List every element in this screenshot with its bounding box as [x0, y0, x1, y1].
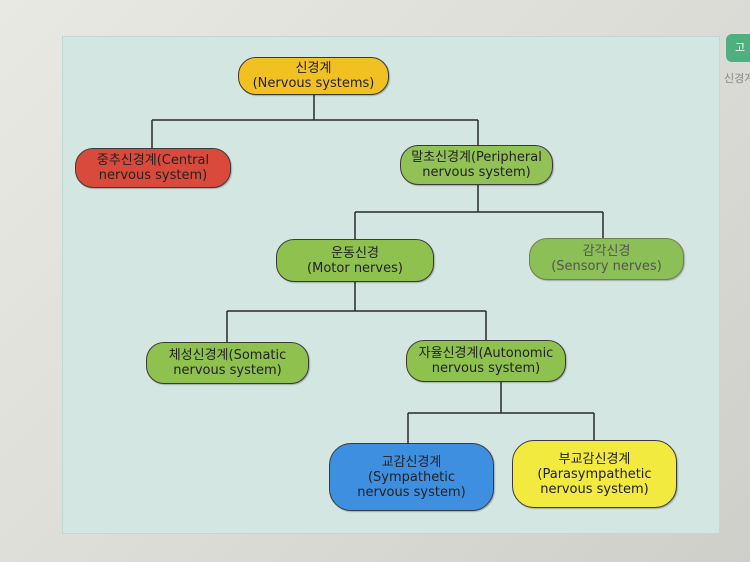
node-central-line1: 중추신경계(Central	[96, 153, 210, 168]
node-sensory-en: (Sensory nerves)	[551, 259, 662, 274]
node-nervous-systems: 신경계 (Nervous systems)	[238, 57, 389, 95]
node-autonomic-line1: 자율신경계(Autonomic	[418, 346, 554, 361]
side-tab[interactable]: 고	[726, 34, 750, 62]
node-peripheral-line2: nervous system)	[422, 165, 531, 180]
node-sensory-nerves: 감각신경 (Sensory nerves)	[529, 238, 684, 280]
node-central-nervous-system: 중추신경계(Central nervous system)	[75, 148, 231, 188]
node-sensory-ko: 감각신경	[582, 244, 631, 259]
node-autonomic-nervous-system: 자율신경계(Autonomic nervous system)	[406, 340, 566, 382]
node-parasympathetic-en1: (Parasympathetic	[537, 466, 652, 482]
node-sympathetic-ko: 교감신경계	[381, 454, 442, 470]
side-tab-label: 고	[735, 41, 746, 54]
node-nervous-systems-en: (Nervous systems)	[252, 76, 375, 91]
node-somatic-nervous-system: 체성신경계(Somatic nervous system)	[146, 342, 309, 384]
node-somatic-line1: 체성신경계(Somatic	[168, 348, 287, 363]
node-sympathetic-en1: (Sympathetic	[367, 469, 456, 485]
node-nervous-systems-ko: 신경계	[295, 61, 332, 76]
node-sympathetic-en2: nervous system)	[357, 484, 466, 500]
node-parasympathetic-ko: 부교감신경계	[558, 451, 631, 467]
node-autonomic-line2: nervous system)	[431, 361, 541, 376]
node-somatic-line2: nervous system)	[173, 363, 282, 378]
node-motor-ko: 운동신경	[331, 245, 379, 261]
node-peripheral-line1: 말초신경계(Peripheral	[411, 150, 542, 165]
node-parasympathetic-en2: nervous system)	[540, 481, 649, 497]
node-motor-nerves: 운동신경 (Motor nerves)	[276, 239, 434, 282]
node-motor-en: (Motor nerves)	[307, 260, 403, 276]
node-sympathetic-nervous-system: 교감신경계 (Sympathetic nervous system)	[329, 443, 494, 511]
node-central-line2: nervous system)	[98, 168, 208, 183]
node-parasympathetic-nervous-system: 부교감신경계 (Parasympathetic nervous system)	[512, 440, 677, 508]
node-peripheral-nervous-system: 말초신경계(Peripheral nervous system)	[400, 145, 553, 185]
side-caption: 신경계	[724, 72, 750, 85]
